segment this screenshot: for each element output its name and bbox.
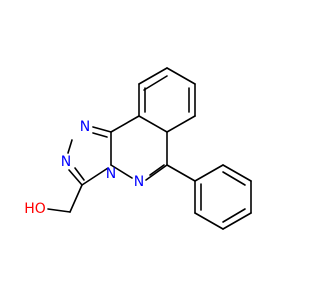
bond bbox=[68, 169, 83, 186]
molecule-structure: N N N N HO bbox=[24, 67, 252, 230]
bond bbox=[166, 164, 196, 182]
bond bbox=[166, 115, 196, 133]
double-bond-inner bbox=[222, 171, 246, 186]
bond bbox=[92, 126, 112, 133]
hydroxyl-label: HO bbox=[24, 201, 46, 217]
pyridazine-ring bbox=[110, 115, 168, 181]
double-bond-inner bbox=[149, 164, 165, 176]
bond bbox=[67, 139, 73, 154]
bond bbox=[110, 115, 140, 133]
bond bbox=[138, 115, 168, 133]
nitrogen-label-bridge: N bbox=[106, 166, 116, 182]
bond bbox=[110, 164, 133, 179]
bond bbox=[194, 212, 224, 230]
double-bond-inner bbox=[143, 75, 168, 91]
benzo-ring bbox=[138, 67, 196, 133]
bond bbox=[145, 164, 168, 181]
bond bbox=[194, 164, 224, 182]
bond bbox=[138, 67, 168, 85]
phenyl-ring bbox=[166, 164, 252, 230]
bond bbox=[47, 208, 71, 213]
double-bond-inner bbox=[222, 208, 246, 223]
nitrogen-label-lower: N bbox=[134, 174, 144, 190]
nitrogen-label-left: N bbox=[61, 154, 71, 170]
double-bond-inner bbox=[92, 132, 108, 138]
bond bbox=[166, 67, 196, 85]
bond bbox=[222, 212, 252, 230]
bond bbox=[222, 164, 252, 182]
double-bond-inner bbox=[74, 167, 85, 181]
triazole-ring bbox=[67, 126, 112, 186]
nitrogen-label-top: N bbox=[80, 119, 90, 135]
hydroxymethyl-group bbox=[47, 184, 83, 213]
bond bbox=[69, 184, 83, 213]
bond bbox=[81, 167, 109, 186]
